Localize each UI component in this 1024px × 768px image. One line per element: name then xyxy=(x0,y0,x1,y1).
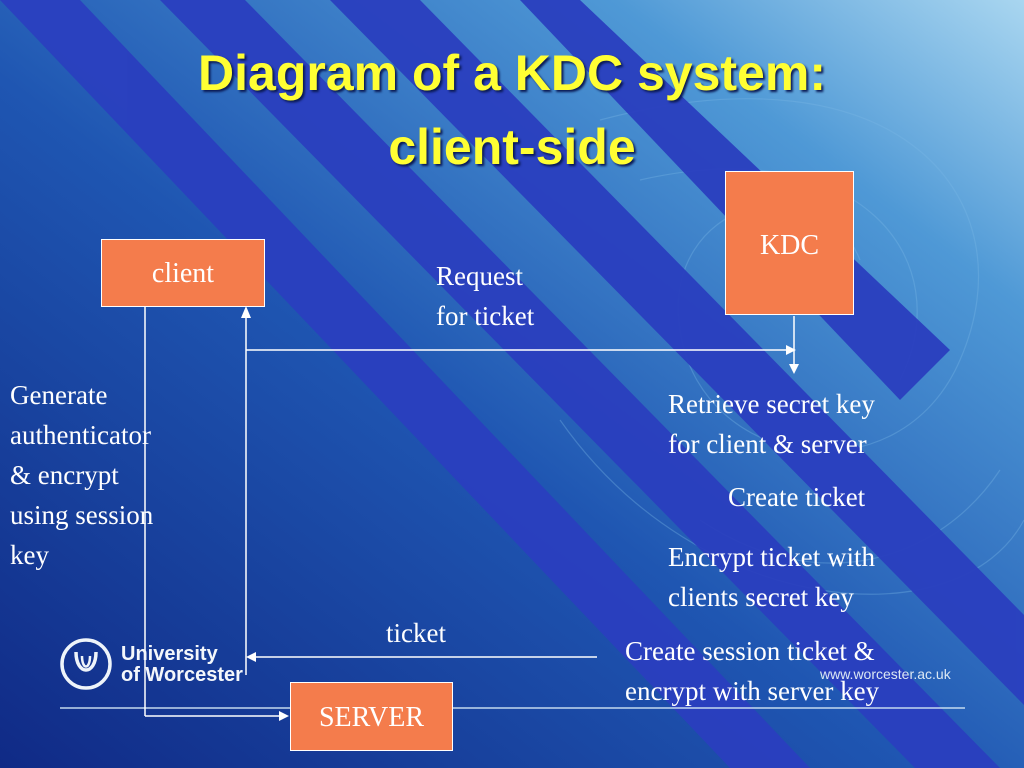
slide-title-line-2: client-side xyxy=(388,119,636,175)
kdc-box: KDC xyxy=(725,171,854,315)
generate-line-3: & encrypt xyxy=(10,460,119,490)
generate-line-2: authenticator xyxy=(10,420,151,450)
encrypt-label: Encrypt ticket with clients secret key xyxy=(668,537,875,617)
university-logo-icon xyxy=(60,638,112,690)
generate-label: Generate authenticator & encrypt using s… xyxy=(10,375,153,575)
request-line-1: Request xyxy=(436,261,523,291)
generate-line-4: using session xyxy=(10,500,154,530)
arrowhead-right-server xyxy=(279,711,289,721)
retrieve-line-1: Retrieve secret key xyxy=(668,389,875,419)
client-box: client xyxy=(101,239,265,307)
retrieve-line-2: for client & server xyxy=(668,429,867,459)
arrowhead-right-request xyxy=(786,345,796,355)
server-label: SERVER xyxy=(318,702,425,733)
server-box: SERVER xyxy=(290,682,453,751)
request-label: Request for ticket xyxy=(436,256,534,336)
website-url: www.worcester.ac.uk xyxy=(820,666,951,682)
retrieve-label: Retrieve secret key for client & server xyxy=(668,384,875,464)
session-line-1: Create session ticket & xyxy=(625,636,875,666)
client-label: client xyxy=(151,258,215,289)
ticket-label: ticket xyxy=(386,618,446,648)
arrowhead-down-kdc xyxy=(789,364,799,374)
arrowhead-left-ticket xyxy=(246,652,256,662)
logo-line-1: University xyxy=(121,643,218,665)
logo-text: University of Worcester xyxy=(121,644,243,686)
encrypt-line-1: Encrypt ticket with xyxy=(668,542,875,572)
encrypt-line-2: clients secret key xyxy=(668,582,854,612)
logo-line-2: of Worcester xyxy=(121,664,243,686)
generate-line-5: key xyxy=(10,540,49,570)
session-line-2: encrypt with server key xyxy=(625,676,880,706)
session-label: Create session ticket & encrypt with ser… xyxy=(625,631,879,711)
generate-line-1: Generate xyxy=(10,380,108,410)
create-ticket-label: Create ticket xyxy=(728,482,866,512)
request-line-2: for ticket xyxy=(436,301,535,331)
kdc-label: KDC xyxy=(759,230,820,261)
arrowhead-up-client xyxy=(241,306,251,318)
slide-title-line-1: Diagram of a KDC system: xyxy=(198,45,826,101)
